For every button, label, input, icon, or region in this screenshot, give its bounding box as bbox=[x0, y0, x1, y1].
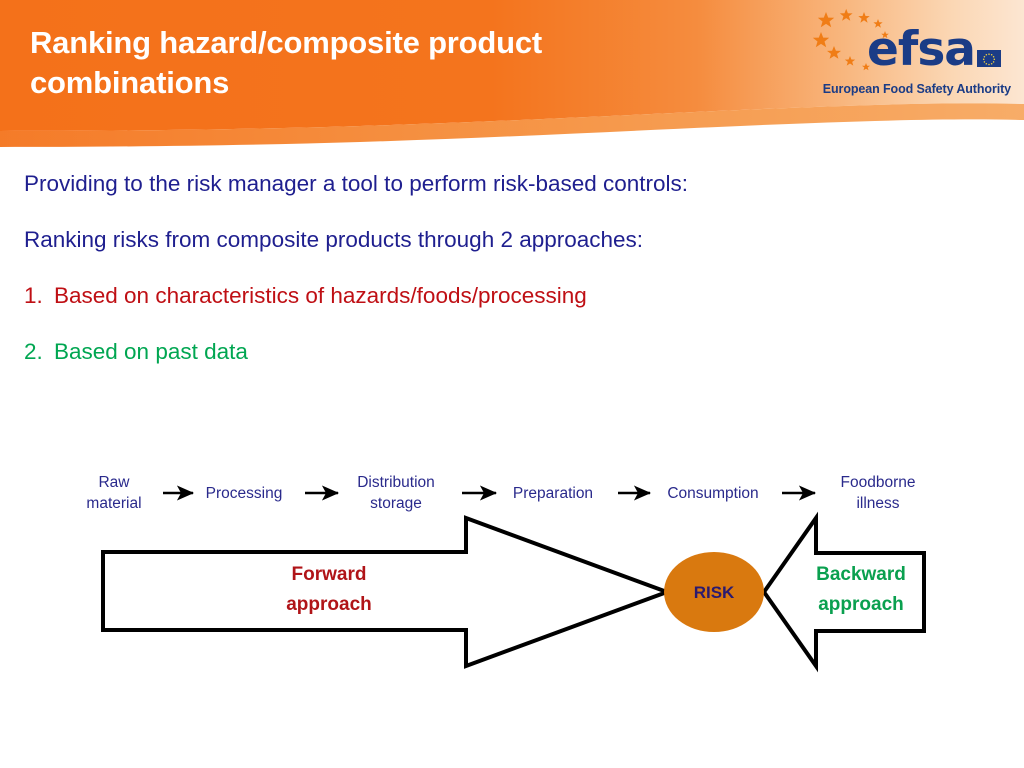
backward-approach-arrow bbox=[761, 511, 926, 673]
forward-approach-label-line1: Forward bbox=[292, 564, 367, 585]
chain-stage-label-processing: Processing bbox=[206, 485, 283, 502]
eu-stars-icon bbox=[812, 8, 889, 71]
slide-body: Providing to the risk manager a tool to … bbox=[24, 170, 964, 394]
chain-stage-label-raw-material-line2: material bbox=[86, 495, 141, 512]
backward-approach-label-line1: Backward bbox=[816, 564, 906, 585]
list-item-label: Based on past data bbox=[54, 339, 248, 364]
body-paragraph-1: Providing to the risk manager a tool to … bbox=[24, 171, 689, 196]
efsa-logo: efsa European Food Safety Authority bbox=[812, 6, 1012, 100]
efsa-wordmark: efsa bbox=[867, 22, 976, 77]
risk-node-label: RISK bbox=[694, 583, 735, 602]
header-band: Ranking hazard/composite product combina… bbox=[0, 0, 1024, 150]
chain-stage-label-foodborne-line2: illness bbox=[856, 495, 899, 512]
food-chain-diagram: Raw material Processing Distribution sto… bbox=[0, 440, 1024, 700]
chain-stage-label-preparation: Preparation bbox=[513, 485, 593, 502]
chain-stage-label-distribution-line1: Distribution bbox=[357, 474, 435, 491]
efsa-tagline: European Food Safety Authority bbox=[822, 82, 1011, 96]
chain-stage-label-raw-material-line1: Raw bbox=[98, 474, 130, 491]
chain-stage-label-foodborne-line1: Foodborne bbox=[841, 474, 916, 491]
chain-stage-label-distribution-line2: storage bbox=[370, 495, 422, 512]
list-item-label: Based on characteristics of hazards/food… bbox=[54, 283, 587, 308]
list-item-approach-1: 1. Based on characteristics of hazards/f… bbox=[24, 282, 964, 309]
list-item-number: 2. bbox=[24, 339, 43, 364]
list-item-approach-2: 2. Based on past data bbox=[24, 338, 964, 365]
backward-approach-label-line2: approach bbox=[818, 594, 904, 615]
page-title: Ranking hazard/composite product combina… bbox=[30, 25, 543, 100]
eu-flag-icon bbox=[977, 50, 1001, 67]
list-item-number: 1. bbox=[24, 283, 43, 308]
chain-stage-label-consumption: Consumption bbox=[667, 485, 758, 502]
header-swoosh-graphic bbox=[0, 0, 1024, 147]
risk-node bbox=[664, 552, 764, 632]
body-paragraph-2: Ranking risks from composite products th… bbox=[24, 227, 644, 252]
forward-approach-label-line2: approach bbox=[286, 594, 372, 615]
forward-approach-arrow bbox=[101, 515, 673, 669]
